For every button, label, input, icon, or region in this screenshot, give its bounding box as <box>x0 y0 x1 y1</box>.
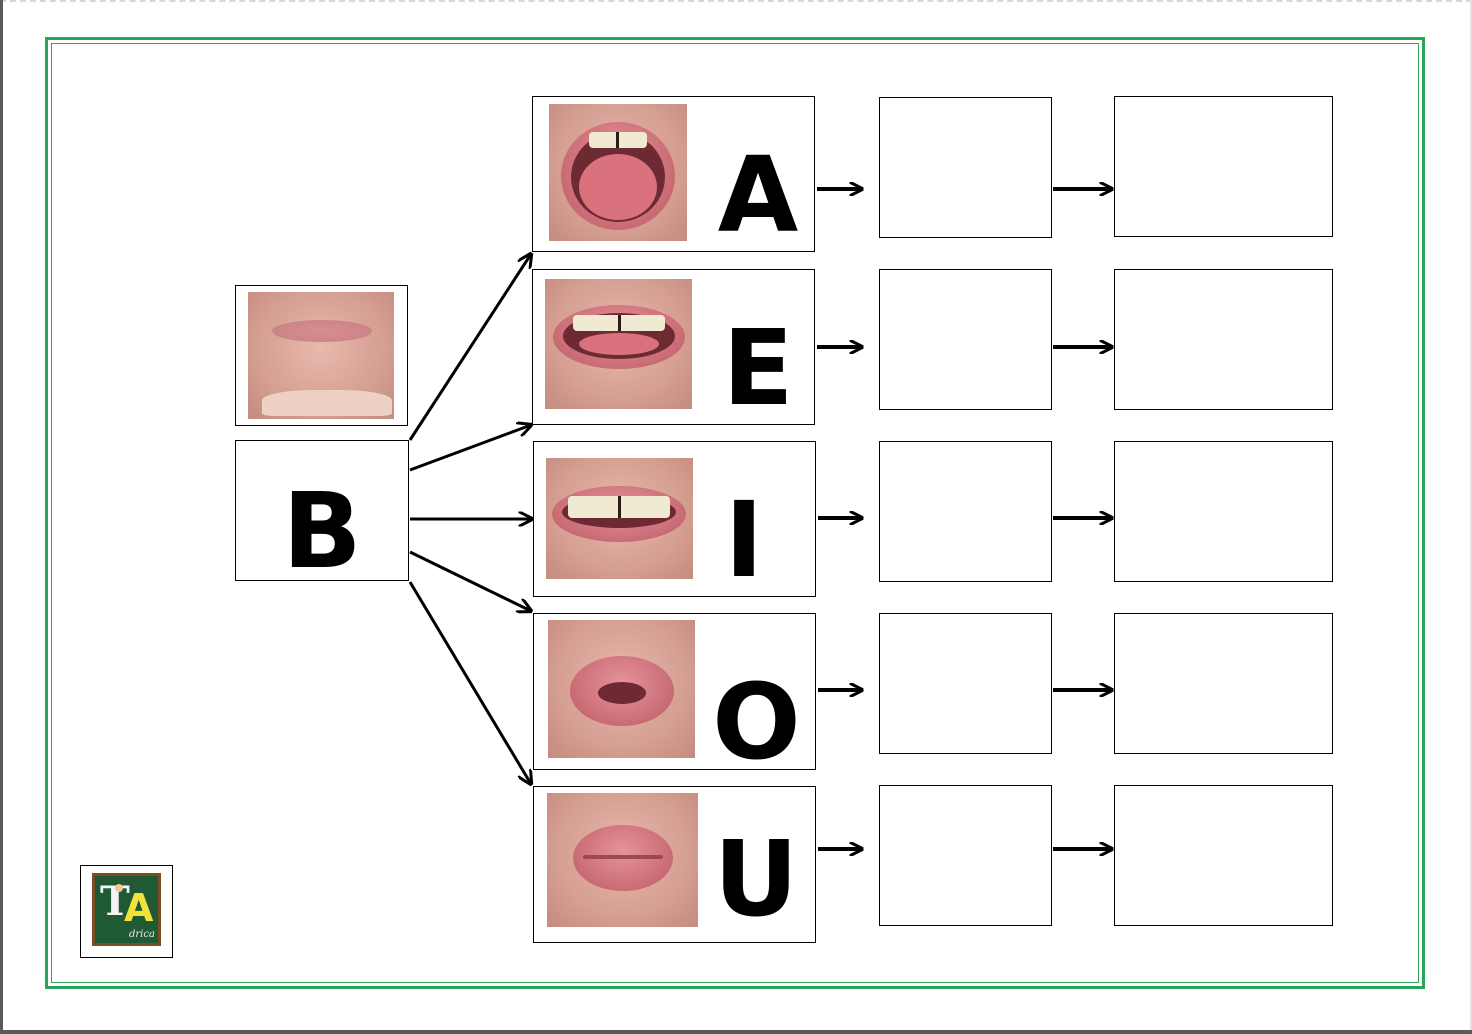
page-left-edge <box>0 0 3 1034</box>
page-bottom-edge <box>0 1030 1472 1034</box>
logo-name: drica <box>129 929 155 940</box>
word-slot-o[interactable] <box>1114 613 1333 754</box>
syllable-slot-o[interactable] <box>879 613 1052 754</box>
vowel-letter-o: O <box>712 661 801 783</box>
vowel-letter-i: I <box>724 479 764 601</box>
syllable-slot-e[interactable] <box>879 269 1052 410</box>
worksheet-frame <box>45 37 1425 989</box>
consonant-picture-card <box>235 285 408 426</box>
word-slot-i[interactable] <box>1114 441 1333 582</box>
vowel-letter-e: E <box>722 307 794 429</box>
syllable-slot-a[interactable] <box>879 97 1052 238</box>
vowel-card-i: I <box>533 441 816 597</box>
tia-logo: T A drica <box>80 865 173 958</box>
closed-lips-photo-icon <box>248 292 394 419</box>
round-lips-o-photo-icon <box>548 620 695 758</box>
page-right-edge <box>1470 0 1472 1034</box>
word-slot-e[interactable] <box>1114 269 1333 410</box>
arrow-b-to-e <box>409 425 531 472</box>
word-slot-a[interactable] <box>1114 96 1333 237</box>
smile-mouth-i-photo-icon <box>546 458 693 579</box>
pursed-lips-u-photo-icon <box>547 793 698 927</box>
word-slot-u[interactable] <box>1114 785 1333 926</box>
vowel-letter-a: A <box>717 134 799 256</box>
page-top-edge <box>0 0 1472 2</box>
arrow-b-to-o <box>409 550 531 611</box>
consonant-card: B <box>235 440 409 592</box>
logo-initial-a: A <box>124 886 154 930</box>
worksheet-frame-inner <box>51 43 1419 983</box>
logo-initial-t: T <box>100 878 130 925</box>
syllable-slot-i[interactable] <box>879 441 1052 582</box>
consonant-letter: B <box>282 470 362 592</box>
vowel-card-e: E <box>532 269 815 425</box>
vowel-card-o: O <box>533 613 816 774</box>
syllable-slot-u[interactable] <box>879 785 1052 926</box>
arrow-b-to-a <box>408 254 531 441</box>
logo-figure-icon <box>115 884 123 892</box>
vowel-letter-u: U <box>713 818 799 940</box>
vowel-card-u: U <box>533 786 816 943</box>
arrow-b-to-u <box>408 581 531 784</box>
vowel-card-a: A <box>532 96 815 252</box>
open-mouth-a-photo-icon <box>549 104 687 241</box>
mouth-e-photo-icon <box>545 279 692 409</box>
chalkboard-icon: T A drica <box>92 873 161 946</box>
